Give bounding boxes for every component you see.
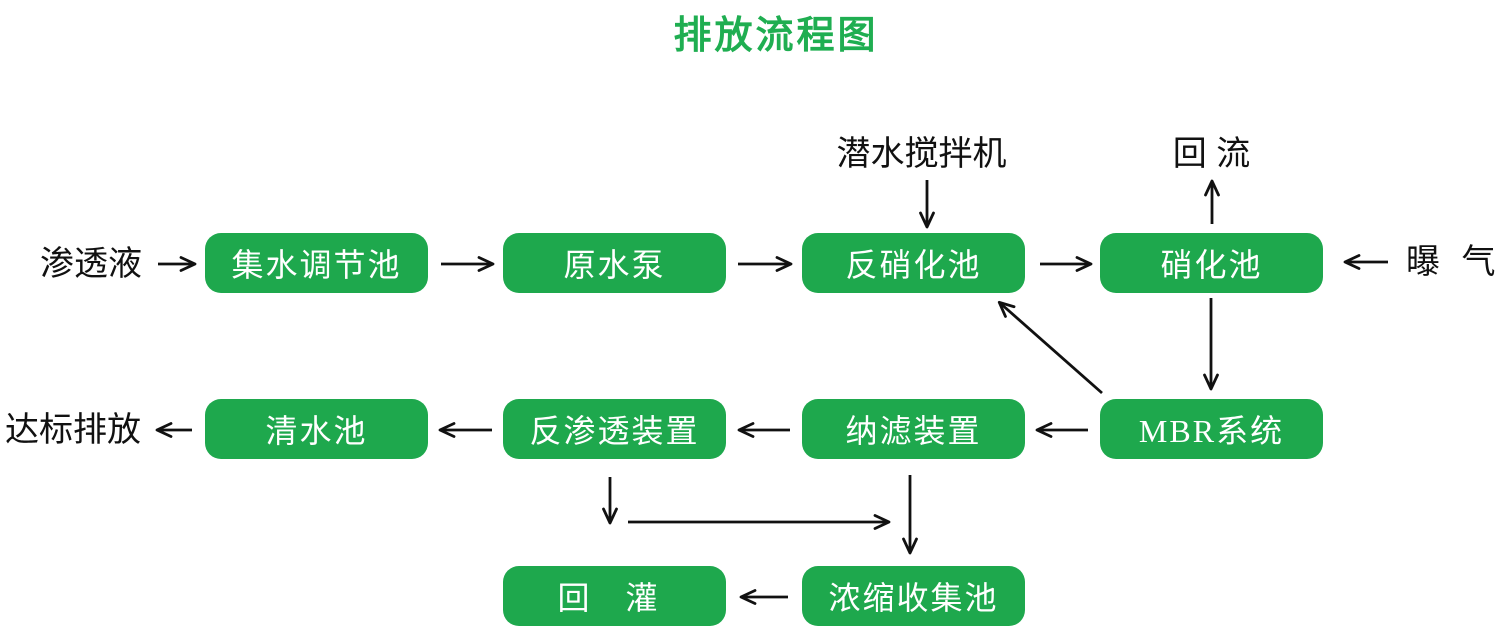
arrow-mbr-system-to-denitrification-tank: [997, 300, 1103, 395]
node-clear-water-tank: 清水池: [205, 399, 428, 459]
node-reinjection: 回 灌: [503, 566, 726, 626]
label-aeration: 曝 气: [1406, 243, 1500, 281]
label-compliant-discharge: 达标排放: [5, 411, 141, 449]
label-reflux: 回 流: [1172, 135, 1251, 173]
node-reverse-osmosis-unit: 反渗透装置: [503, 399, 726, 459]
label-leachate: 渗透液: [40, 245, 142, 283]
node-nitrification-tank: 硝化池: [1100, 233, 1323, 293]
node-concentrate-collection-tank: 浓缩收集池: [802, 566, 1025, 626]
node-collection-tank: 集水调节池: [205, 233, 428, 293]
label-submersible-mixer: 潜水搅拌机: [836, 135, 1007, 173]
page-title: 排放流程图: [673, 15, 879, 57]
node-denitrification-tank: 反硝化池: [802, 233, 1025, 293]
node-mbr-system: MBR系统: [1100, 399, 1323, 459]
node-raw-water-pump: 原水泵: [503, 233, 726, 293]
node-nanofiltration-unit: 纳滤装置: [802, 399, 1025, 459]
